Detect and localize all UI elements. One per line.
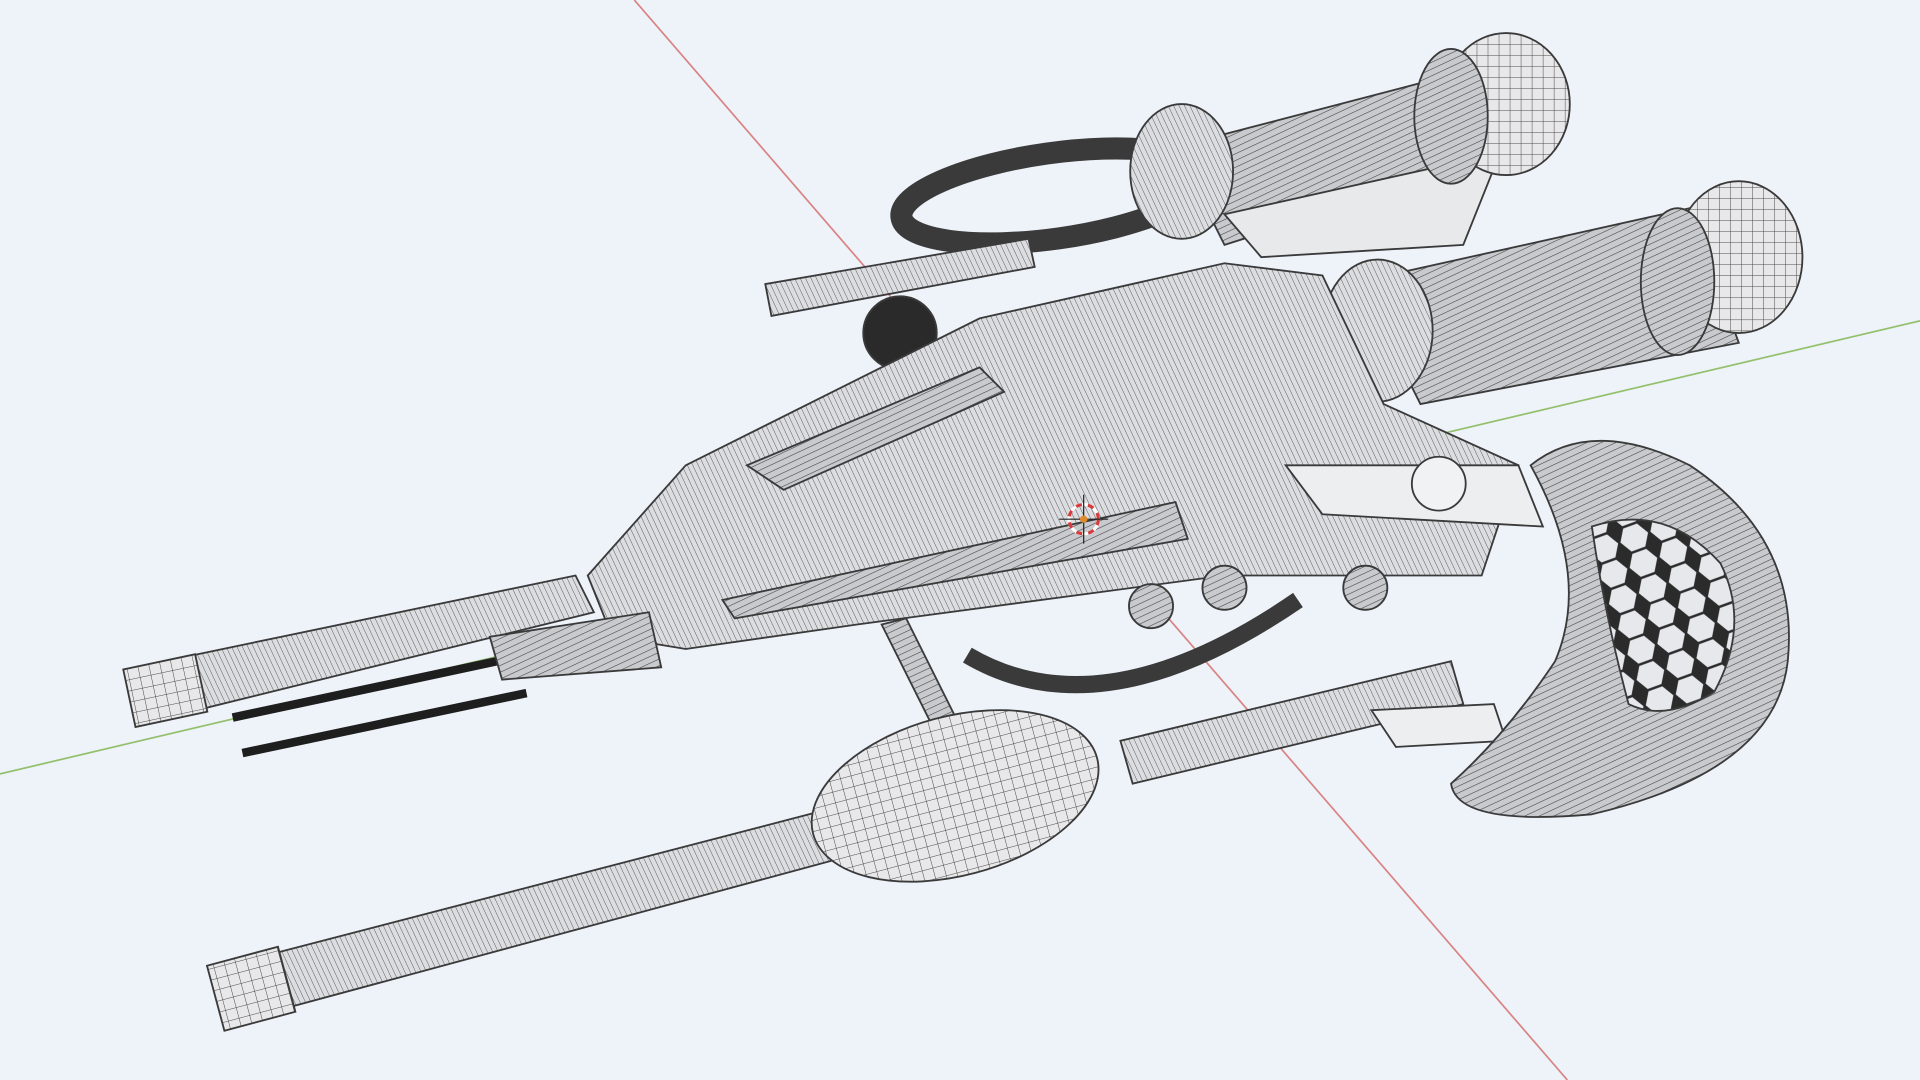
landing-arc	[962, 592, 1303, 694]
hull-canopy	[745, 366, 1006, 491]
spaceship-model[interactable]	[122, 32, 1804, 1032]
upper-engine	[1129, 32, 1571, 259]
front-cannons	[122, 574, 663, 758]
star-emblem	[1410, 455, 1467, 512]
right-side-cannon	[1119, 660, 1508, 785]
lower-engine	[1321, 180, 1804, 406]
landing-struts	[880, 564, 1389, 724]
hull-panel	[720, 500, 1189, 620]
3d-cursor-icon[interactable]	[1059, 494, 1109, 544]
lower-cannon	[205, 709, 1100, 1032]
hex-grip-wing	[1450, 439, 1790, 818]
